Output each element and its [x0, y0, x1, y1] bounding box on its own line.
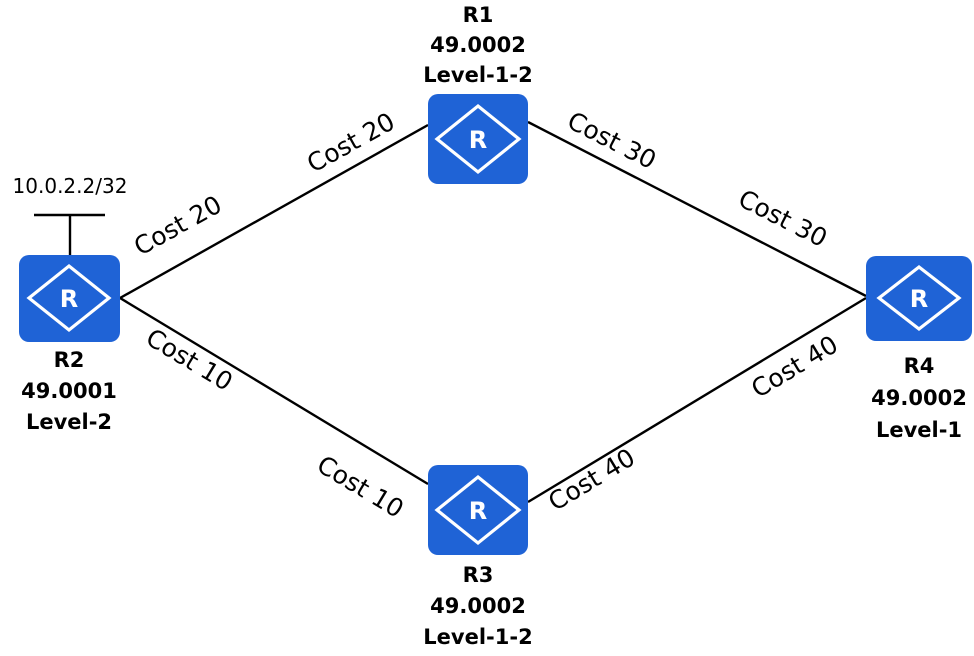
router-r2-area: 49.0001 — [21, 379, 117, 403]
router-r1-level: Level-1-2 — [423, 63, 532, 87]
router-letter: R — [60, 285, 78, 313]
router-r3[interactable]: R — [428, 465, 528, 555]
router-r3-labels: R3 49.0002 Level-1-2 — [423, 563, 532, 649]
cost-label-r2-r3-near-r3: Cost 10 — [312, 450, 409, 524]
router-r3-area: 49.0002 — [430, 594, 526, 618]
link-r2-r3 — [119, 296, 429, 486]
router-letter: R — [469, 497, 487, 525]
router-diamond-shape — [434, 103, 522, 175]
router-letter: R — [469, 126, 487, 154]
router-diamond-shape — [434, 474, 522, 546]
router-letter: R — [910, 285, 928, 313]
router-r4[interactable]: R — [866, 256, 972, 341]
router-r4-area: 49.0002 — [871, 386, 967, 410]
link-r3-r4 — [527, 296, 867, 504]
router-r1[interactable]: R — [428, 94, 528, 184]
cost-label-r3-r4-near-r3: Cost 40 — [543, 443, 640, 517]
cost-label-r1-r4-near-r4: Cost 30 — [734, 184, 832, 253]
router-r2-name: R2 — [54, 348, 85, 372]
router-icon — [428, 94, 528, 184]
link-r2-r1 — [119, 123, 429, 300]
links — [119, 120, 867, 504]
cost-label-r2-r1-near-r2: Cost 20 — [129, 190, 226, 262]
router-r1-area: 49.0002 — [430, 33, 526, 57]
router-icon — [19, 255, 120, 342]
router-icon — [428, 465, 528, 555]
router-r1-name: R1 — [463, 3, 494, 27]
router-r3-name: R3 — [463, 563, 494, 587]
router-diamond-shape — [26, 263, 112, 333]
prefix-label: 10.0.2.2/32 — [13, 174, 128, 198]
router-r4-name: R4 — [904, 354, 935, 378]
router-r4-level: Level-1 — [876, 418, 962, 442]
router-icon — [866, 256, 972, 341]
router-r2-labels: R2 49.0001 Level-2 — [21, 348, 117, 434]
router-r2-level: Level-2 — [26, 410, 112, 434]
router-r4-labels: R4 49.0002 Level-1 — [871, 354, 967, 442]
router-r1-labels: R1 49.0002 Level-1-2 — [423, 3, 532, 87]
link-r1-r4 — [527, 120, 867, 298]
router-diamond-shape — [876, 264, 962, 332]
prefix-stub: 10.0.2.2/32 — [13, 174, 128, 256]
router-r3-level: Level-1-2 — [423, 625, 532, 649]
router-r2[interactable]: R — [19, 255, 120, 342]
